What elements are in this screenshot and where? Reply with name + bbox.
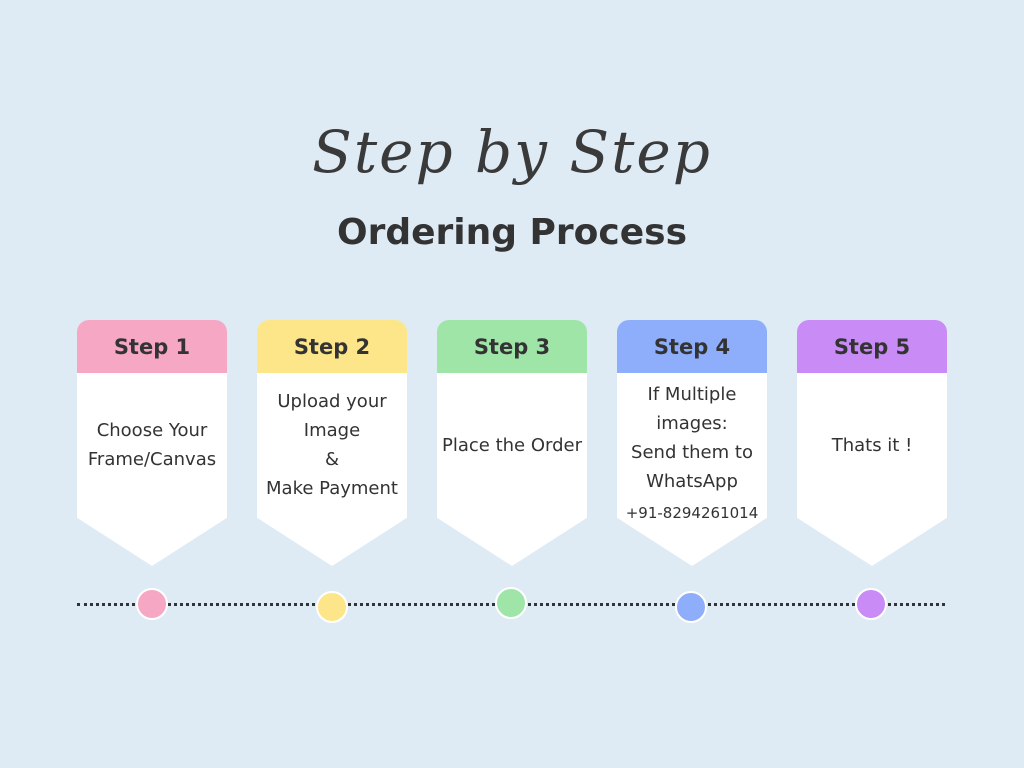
step-text: Upload your Image & Make Payment (266, 391, 398, 499)
step-header: Step 4 (617, 320, 767, 373)
step-body (257, 373, 407, 566)
step-body (77, 373, 227, 566)
step-text: If Multiple images: Send them to WhatsAp… (631, 384, 753, 492)
step-text: Thats it ! (831, 434, 913, 456)
step-card-1: Step 1 Choose Your Frame/Canvas (77, 320, 227, 566)
step-header: Step 3 (437, 320, 587, 373)
timeline-dot-5 (855, 588, 887, 620)
step-header: Step 2 (257, 320, 407, 373)
step-card-2: Step 2 Upload your Image & Make Payment (257, 320, 407, 566)
step-header: Step 5 (797, 320, 947, 373)
page-title: Ordering Process (336, 212, 688, 253)
step-text: Place the Order (442, 434, 582, 456)
step-body (437, 373, 587, 566)
step-card-3: Step 3 Place the Order (437, 320, 587, 566)
step-text: Choose Your Frame/Canvas (87, 420, 217, 470)
timeline-dot-1 (136, 588, 168, 620)
timeline-dot-3 (495, 587, 527, 619)
step-card-5: Step 5 Thats it ! (797, 320, 947, 566)
step-body (797, 373, 947, 566)
whatsapp-number: +91-8294261014 (625, 504, 759, 522)
step-header: Step 1 (77, 320, 227, 373)
step-card-4: Step 4 If Multiple images: Send them to … (617, 320, 767, 566)
timeline-dot-4 (675, 591, 707, 623)
step-body (617, 373, 767, 566)
timeline-dot-2 (316, 591, 348, 623)
script-title: Step by Step (312, 118, 712, 186)
